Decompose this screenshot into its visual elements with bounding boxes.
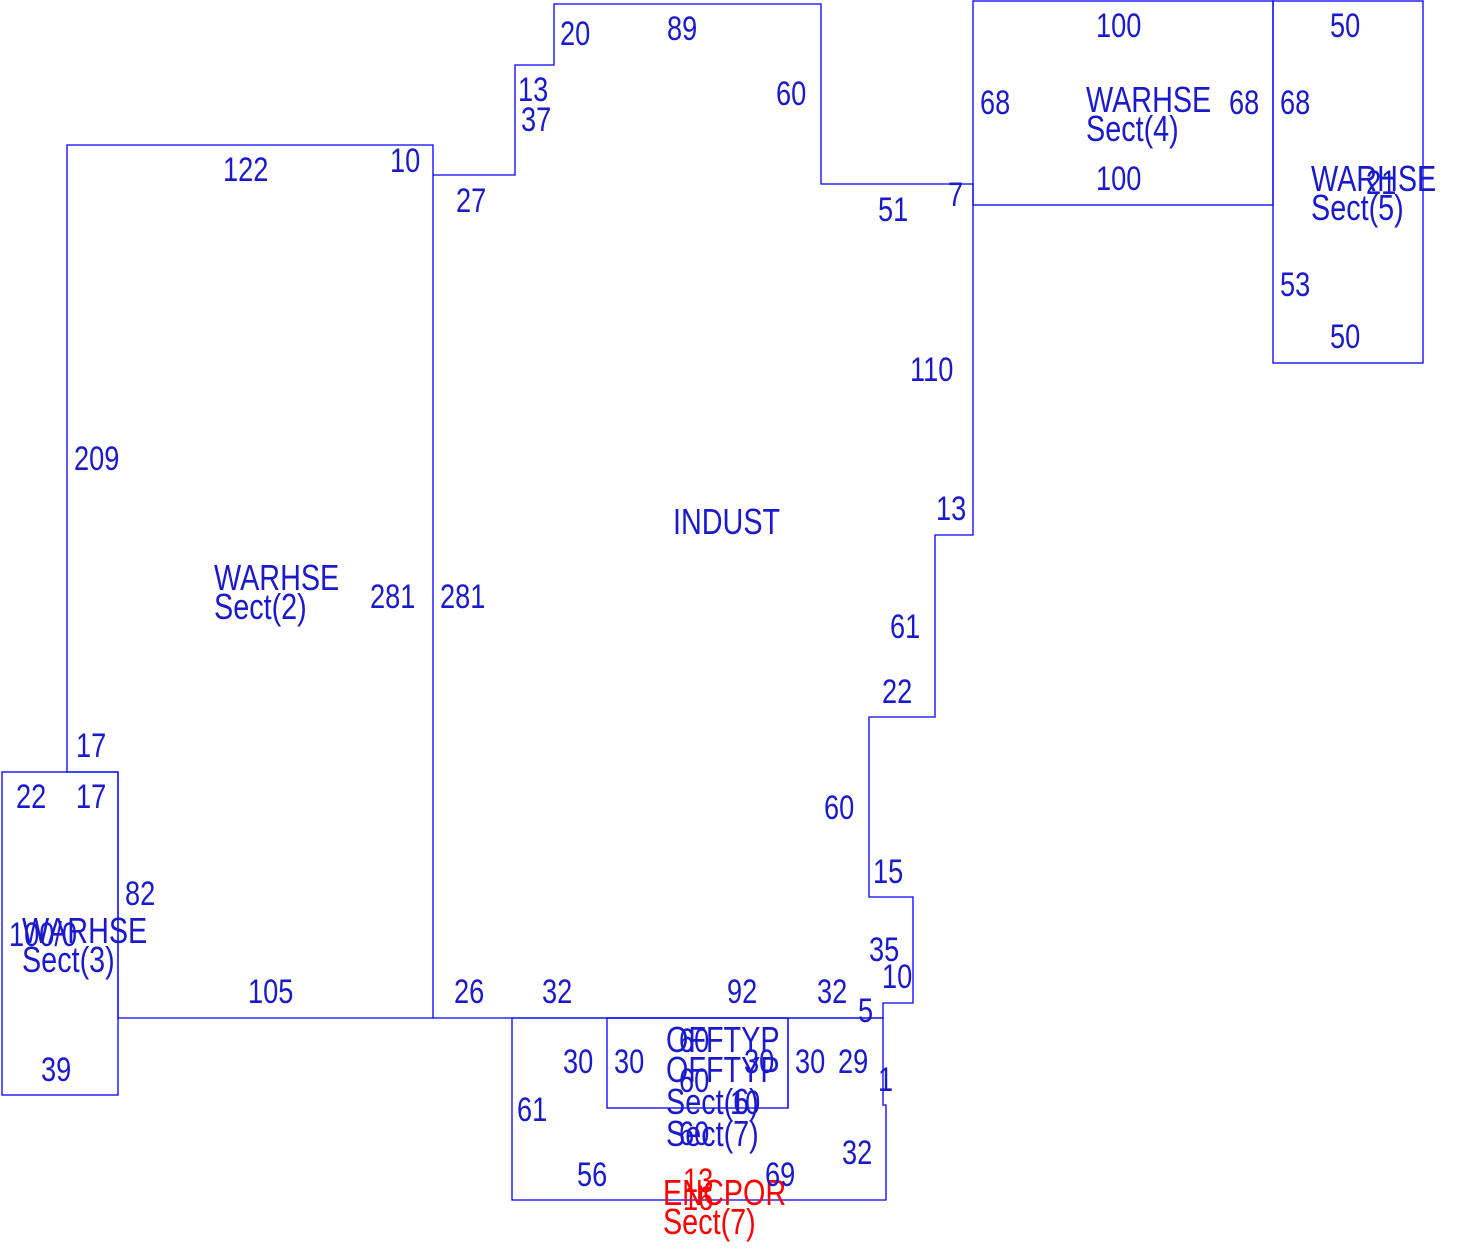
dim-label: 35 <box>869 930 899 969</box>
porch-overlap-label: 13 <box>683 1161 713 1200</box>
dim-label: 60 <box>679 1114 709 1153</box>
dim-label: 110 <box>910 350 953 389</box>
dim-label: 5 <box>858 991 873 1030</box>
porch-name: ENCPOR <box>663 1172 786 1213</box>
lower-office-outline <box>511 1017 887 1201</box>
dim-label: 68 <box>1229 83 1259 122</box>
porch-dim-label: 16 <box>683 1179 713 1218</box>
dim-label: 82 <box>125 874 155 913</box>
dim-label: 32 <box>842 1133 872 1172</box>
dim-label: 30 <box>744 1042 774 1081</box>
dim-label: 17 <box>76 777 106 816</box>
section-2-sect: Sect(2) <box>214 586 307 627</box>
dim-label: 281 <box>440 577 485 616</box>
dim-label: 22 <box>882 672 912 711</box>
section-4-sect: Sect(4) <box>1086 108 1179 149</box>
dim-label: 30 <box>563 1042 593 1081</box>
section-5-name: WARHSE <box>1311 158 1436 199</box>
dim-label: 105 <box>248 972 293 1011</box>
dim-label: 61 <box>517 1090 547 1129</box>
dim-label: 32 <box>542 972 572 1011</box>
dim-label: 10 <box>390 141 420 180</box>
dim-label: 53 <box>1280 265 1310 304</box>
dim-label: 7 <box>948 175 963 214</box>
dim-label: 61 <box>890 607 920 646</box>
dim-label: 56 <box>577 1155 607 1194</box>
section-5-outline <box>1272 0 1424 364</box>
dim-label: 68 <box>980 83 1010 122</box>
dim-label: 39 <box>41 1050 71 1089</box>
section-3-outline <box>1 771 119 1096</box>
section-2-name: WARHSE <box>214 557 339 598</box>
section-4-name: WARHSE <box>1086 79 1211 120</box>
dim-label: 30 <box>795 1042 825 1081</box>
dim-label: 92 <box>727 972 757 1011</box>
dim-label: 50 <box>1330 317 1360 356</box>
dim-label: 1 <box>878 1060 893 1099</box>
dim-label: 37 <box>521 100 551 139</box>
dim-label: 20 <box>560 14 590 53</box>
section-6-sect: Sect(6) <box>666 1081 759 1122</box>
section-3-sect: Sect(3) <box>22 939 115 980</box>
dim-label: 13 <box>518 70 548 109</box>
dim-label: 89 <box>667 9 697 48</box>
section-5-overlap-label: 21 <box>1366 163 1396 202</box>
dim-label: 50 <box>1330 6 1360 45</box>
dim-label: 68 <box>1280 83 1310 122</box>
dim-label: 27 <box>456 181 486 220</box>
dim-label: 10 <box>730 1083 760 1122</box>
dim-label: 60 <box>776 74 806 113</box>
section-3-overlap-label: 100/0 <box>9 915 77 954</box>
indust-outline <box>433 3 974 1019</box>
dim-label: 10 <box>882 957 912 996</box>
indust-label: INDUST <box>673 501 780 542</box>
dim-label: 13 <box>936 489 966 528</box>
porch-sect: Sect(7) <box>663 1201 756 1242</box>
dim-label: 281 <box>370 577 415 616</box>
dim-label: 122 <box>223 150 268 189</box>
dim-label: 100 <box>1096 159 1141 198</box>
dim-label: 60 <box>824 788 854 827</box>
dim-label: 100 <box>1096 6 1141 45</box>
dim-label: 32 <box>817 972 847 1011</box>
dim-label: 26 <box>454 972 484 1011</box>
dim-label: 17 <box>76 726 106 765</box>
section-6-name: OFFTYP <box>666 1019 780 1060</box>
dim-label: 60 <box>679 1061 709 1100</box>
dim-label: 209 <box>74 439 119 478</box>
section-5-sect: Sect(5) <box>1311 187 1404 228</box>
dim-label: 15 <box>873 852 903 891</box>
section-7-name: OFFTYP <box>666 1049 780 1090</box>
section-3-name: WARHSE <box>22 910 147 951</box>
dim-label: 29 <box>838 1042 868 1081</box>
section-7-sect: Sect(7) <box>666 1113 759 1154</box>
dim-label: 60 <box>679 1021 709 1060</box>
dim-label: 69 <box>765 1155 795 1194</box>
dim-label: 30 <box>614 1042 644 1081</box>
dim-label: 51 <box>878 190 908 229</box>
dim-label: 22 <box>16 777 46 816</box>
